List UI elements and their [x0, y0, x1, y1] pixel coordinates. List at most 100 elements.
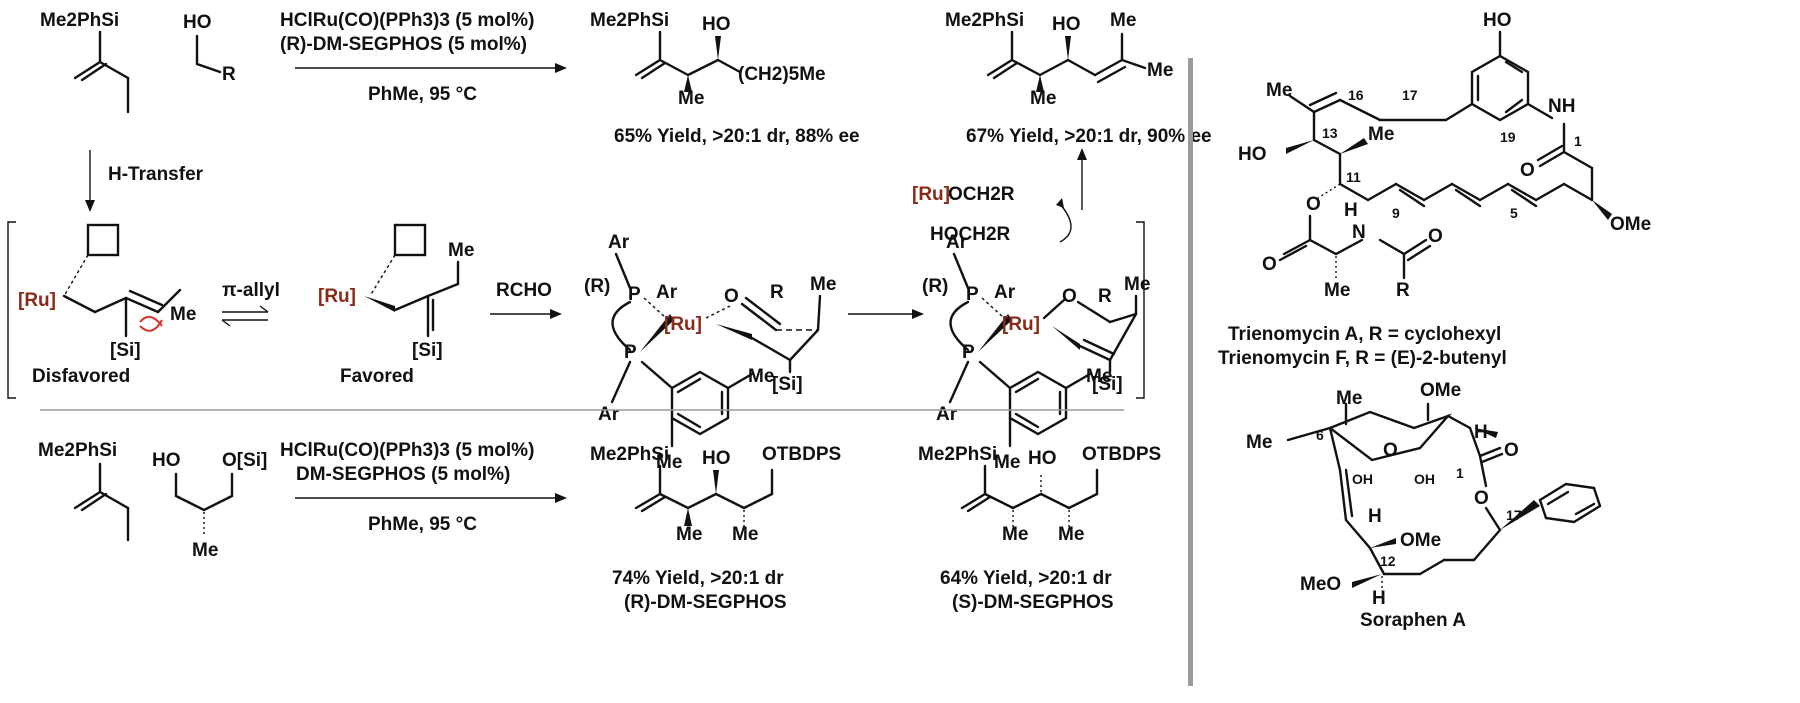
sora-ome-mid: OMe [1400, 530, 1441, 551]
trien-caption2: Trienomycin F, R = (E)-2-butenyl [1218, 348, 1507, 369]
rcho-step: RCHO [490, 280, 562, 319]
trien-o-carbonyl: O [1520, 160, 1535, 181]
complex2-o-label: O [1062, 286, 1077, 307]
top-reaction-conditions: HClRu(CO)(PPh3)3 (5 mol%) (R)-DM-SEGPHOS… [280, 10, 567, 105]
sora-o-ring: O [1383, 440, 1398, 461]
bottom-conditions-line2: DM-SEGPHOS (5 mol%) [296, 464, 510, 485]
hoch2r-label: HOCH2R [930, 224, 1011, 245]
disfavored-intermediate: [Ru] Me [Si] Disfavored [18, 223, 196, 387]
h-transfer-label: H-Transfer [108, 164, 204, 185]
rcho-label: RCHO [496, 280, 552, 301]
ru-och2r-label: OCH2R [948, 184, 1015, 205]
bottom-reactant-me-label: Me [192, 540, 218, 561]
trien-me-c12: Me [1368, 124, 1394, 145]
trien-n19: 19 [1500, 129, 1516, 145]
sora-caption: Soraphen A [1360, 610, 1466, 631]
bottom-product1-ho-label: HO [702, 448, 731, 469]
complex1-aryl-me1: Me [748, 366, 774, 387]
top-product-1: Me2PhSi Me HO (CH2)5Me 65% Yield, >20:1 … [590, 10, 860, 147]
sora-n6: 6 [1316, 427, 1324, 443]
complex1-p-bottom: P [624, 342, 637, 363]
complex2-me-label: Me [1124, 274, 1150, 295]
top-product2-me-top: Me [1110, 10, 1136, 31]
bottom-product2-ligand: (S)-DM-SEGPHOS [952, 592, 1114, 613]
bottom-product1-me2: Me [732, 524, 758, 545]
top-reactant-ho-label: HO [183, 12, 212, 33]
bottom-conditions-line3: PhMe, 95 °C [368, 514, 477, 535]
trien-o-carbonyl2: O [1428, 226, 1443, 247]
trien-ho-c13: HO [1238, 144, 1267, 165]
trien-o-amide-c: O [1262, 254, 1277, 275]
sora-oh2: OH [1414, 471, 1435, 487]
bottom-reactant-osi-label: O[Si] [222, 450, 267, 471]
trien-nh-label: NH [1548, 96, 1575, 117]
complex1-ar-top: Ar [608, 232, 630, 253]
panel-divider [1188, 58, 1193, 686]
sora-h-top: H [1474, 422, 1488, 443]
bottom-product-2: Me2PhSi Me HO Me OTBDPS 64% Yield, >20:1… [918, 444, 1161, 613]
trien-n17: 17 [1402, 87, 1418, 103]
complex1-r-label: R [770, 282, 784, 303]
sora-me-left: Me [1246, 432, 1272, 453]
complex2-p-top: P [966, 284, 979, 305]
complex2-ar-top: Ar [946, 232, 968, 253]
top-conditions-line3: PhMe, 95 °C [368, 84, 477, 105]
trienomycin-structure: HO NH 19 17 16 Me HO 13 Me 11 O 9 [1218, 10, 1651, 369]
favored-me-label: Me [448, 240, 474, 261]
disfavored-me-label: Me [170, 304, 196, 325]
complex1-r-config: (R) [584, 276, 610, 297]
complex-to-complex-arrow [848, 309, 924, 319]
sora-h-bottom: H [1372, 588, 1386, 609]
complex2-r-label: R [1098, 286, 1112, 307]
protonolysis-step: [Ru] OCH2R HOCH2R [912, 148, 1087, 245]
complex2-aryl-me2: Me [994, 452, 1020, 473]
complex1-aryl-ring [670, 370, 754, 448]
sora-phenyl-ring [1538, 482, 1602, 524]
favored-si-label: [Si] [412, 340, 443, 361]
bottom-product2-me2: Me [1058, 524, 1084, 545]
trien-me-left: Me [1266, 80, 1292, 101]
bottom-conditions-line1: HClRu(CO)(PPh3)3 (5 mol%) [280, 440, 534, 461]
sora-meo: MeO [1300, 574, 1341, 595]
sora-ome-top: OMe [1420, 380, 1461, 401]
sora-oh1: OH [1352, 471, 1373, 487]
complex1-ru-label: [Ru] [664, 314, 702, 335]
top-product2-me-bottom: Me [1030, 88, 1056, 109]
mechanism-brackets [7, 221, 1145, 399]
bottom-product2-me1: Me [1002, 524, 1028, 545]
complex1-o-label: O [724, 286, 739, 307]
bottom-reactant-ho-label: HO [152, 450, 181, 471]
complex2-ru-label: [Ru] [1002, 314, 1040, 335]
favored-ru-label: [Ru] [318, 286, 356, 307]
trien-n5: 5 [1510, 205, 1518, 221]
trien-h-n: H [1344, 200, 1358, 221]
soraphen-structure: Me OMe H 6 Me O OH OH O 1 O 17 12 [1246, 380, 1602, 631]
trien-n13: 13 [1322, 125, 1338, 141]
top-conditions-line2: (R)-DM-SEGPHOS (5 mol%) [280, 34, 527, 55]
sora-me-top: Me [1336, 388, 1362, 409]
ru-complex-allylation: Ar (R) P P Ar Ar [Ru] Me Me O R Me [922, 232, 1150, 473]
complex1-si-label: [Si] [772, 374, 803, 395]
complex2-p-bottom: P [962, 342, 975, 363]
top-product1-chain-label: (CH2)5Me [738, 64, 826, 85]
trien-me-ala: Me [1324, 280, 1350, 301]
bottom-reactant-alcohol: HO O[Si] Me [152, 450, 267, 561]
top-reactant-r-label: R [222, 64, 236, 85]
top-reactant-diene: Me2PhSi [40, 10, 130, 114]
top-product-2: Me2PhSi Me HO Me Me 67% Yield, >20:1 dr,… [945, 10, 1212, 147]
disfavored-si-label: [Si] [110, 340, 141, 361]
h-transfer-step: H-Transfer [85, 150, 204, 212]
complex2-ar-mid: Ar [994, 282, 1016, 303]
trien-n16: 16 [1348, 87, 1364, 103]
complex1-aryl-me2: Me [656, 452, 682, 473]
bottom-product1-yield: 74% Yield, >20:1 dr [612, 568, 784, 589]
trien-caption1: Trienomycin A, R = cyclohexyl [1228, 324, 1501, 345]
complex2-si-label: [Si] [1092, 374, 1123, 395]
top-product1-ho-label: HO [702, 14, 731, 35]
trien-ho-top: HO [1483, 10, 1512, 31]
bottom-product1-ligand: (R)-DM-SEGPHOS [624, 592, 787, 613]
trien-n9: 9 [1392, 205, 1400, 221]
favored-label: Favored [340, 366, 414, 387]
trien-r-label: R [1396, 280, 1410, 301]
